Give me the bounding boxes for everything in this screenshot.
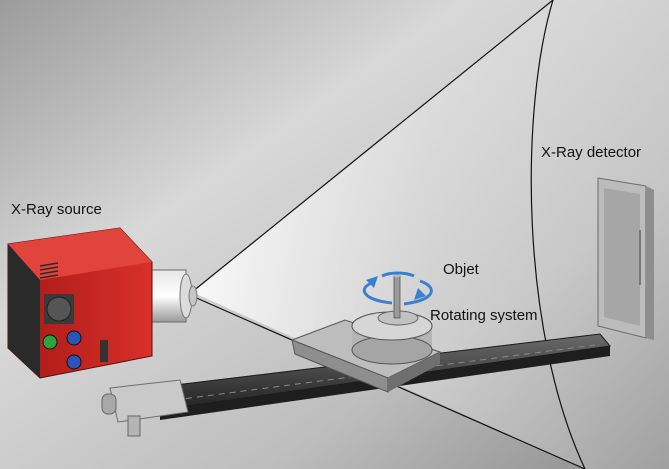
rotation-arrowhead-left [366, 276, 378, 288]
rotation-arrow-icon [362, 271, 433, 306]
rail-motor [101, 379, 189, 437]
label-xray-source: X-Ray source [11, 201, 102, 218]
object-rod [393, 274, 401, 319]
beam-cone-base-ellipse [530, 0, 586, 469]
rotation-arrowhead-right [414, 288, 426, 300]
label-xray-detector: X-Ray detector [541, 144, 642, 161]
rotating-system [290, 310, 442, 393]
label-object: Objet [443, 261, 479, 278]
xray-source [7, 227, 198, 379]
label-rotating-system: Rotating system [430, 307, 538, 324]
beam-edge-top [191, 0, 554, 293]
xray-detector [597, 177, 654, 340]
